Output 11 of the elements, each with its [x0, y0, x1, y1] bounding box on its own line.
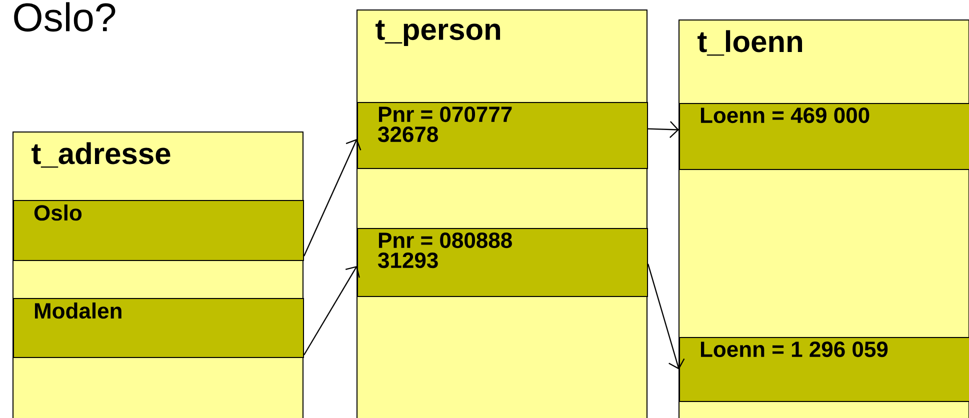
arrow: [647, 264, 685, 370]
arrow: [303, 138, 362, 256]
arrow: [303, 266, 360, 356]
row-box: Pnr = 080888 31293: [357, 228, 648, 297]
row-box: Oslo: [13, 200, 304, 261]
row-box: Pnr = 070777 32678: [357, 102, 648, 169]
row-box: Loenn = 1 296 059: [679, 337, 969, 402]
title: Oslo?: [14, 2, 116, 32]
row-box: Modalen: [13, 298, 304, 358]
arrow: [648, 121, 679, 138]
row-box: Loenn = 469 000: [679, 103, 969, 170]
